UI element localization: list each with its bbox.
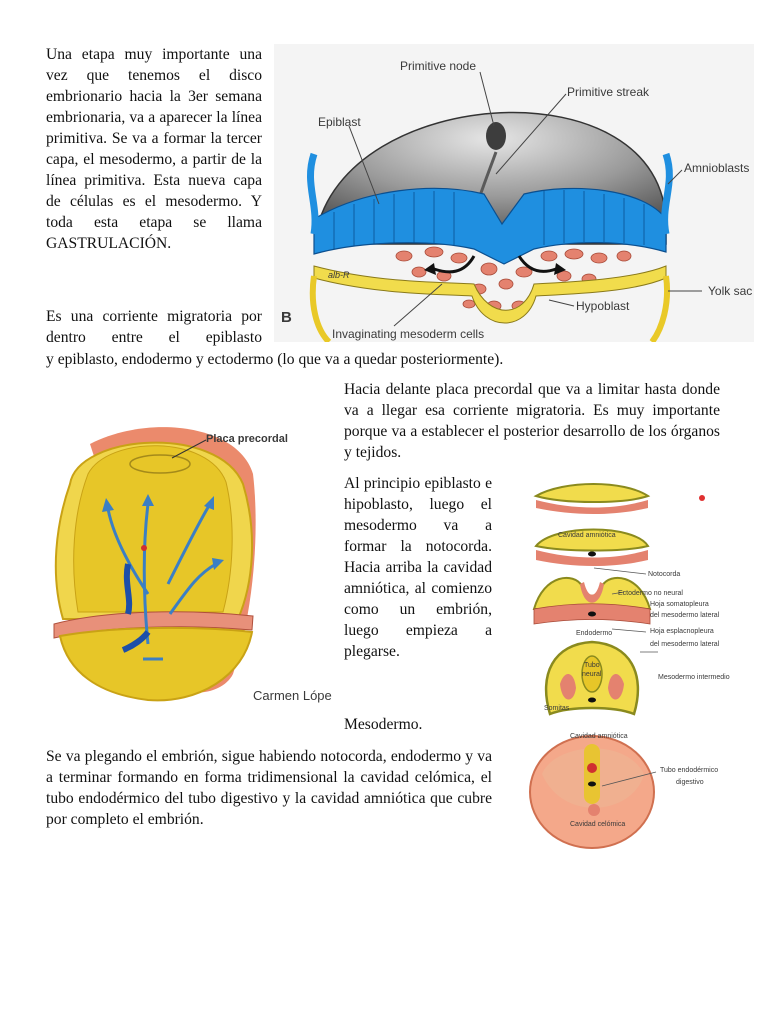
- paragraph-gastrulacion: Una etapa muy importante una vez que ten…: [46, 46, 262, 252]
- label-signature: alb-R: [328, 270, 350, 280]
- paragraph-mesodermo: Mesodermo.: [344, 716, 423, 733]
- label-endodermo: Endodermo: [576, 630, 612, 637]
- label-amnioblasts: Amnioblasts: [684, 161, 749, 175]
- label-mesodermo-intermedio: Mesodermo intermedio: [658, 674, 730, 681]
- label-placa-precordal: Placa precordal: [206, 433, 288, 445]
- label-primitive-node: Primitive node: [400, 59, 476, 73]
- placa-precordal-figure: Placa precordal Carmen Lópe: [48, 414, 340, 706]
- paragraph-notocorda: Al principio epiblasto e hipoblasto, lue…: [344, 475, 492, 660]
- label-tubo-endodermico-1: Tubo endodérmico: [660, 767, 718, 774]
- embryo-lower: [58, 626, 254, 702]
- label-tubo-endodermico-2: digestivo: [676, 779, 704, 786]
- label-esplacnopleura-1: Hoja esplacnopleura: [650, 628, 714, 635]
- label-hypoblast: Hypoblast: [576, 299, 630, 313]
- label-somatopleura-2: del mesodermo lateral: [650, 612, 720, 619]
- label-primitive-streak: Primitive streak: [567, 85, 650, 99]
- label-invaginating-mesoderm: Invaginating mesoderm cells: [332, 327, 484, 341]
- folding-diagram: Cavidad amniótica Notocorda Ectodermo no…: [529, 483, 730, 849]
- paragraph-corriente-migratoria: Es una corriente migratoria por dentro e…: [46, 308, 262, 346]
- label-cavidad-amniotica-2: Cavidad amniótica: [570, 733, 628, 740]
- label-credit: Carmen Lópe: [253, 688, 332, 703]
- paragraph-plegamiento: Se va plegando el embrión, sigue habiend…: [46, 748, 492, 828]
- folding-figure: Cavidad amniótica Notocorda Ectodermo no…: [514, 474, 758, 852]
- gastrulation-diagram: Primitive node Primitive streak Epiblast…: [281, 59, 752, 345]
- label-tubo-neural-2: neural: [582, 671, 602, 678]
- label-somatopleura-1: Hoja somatopleura: [650, 601, 709, 608]
- label-cavidad-celomica: Cavidad celómica: [570, 821, 625, 828]
- label-epiblast: Epiblast: [318, 115, 361, 129]
- placa-oval: [129, 454, 191, 474]
- label-ectodermo: Ectodermo no neural: [618, 590, 683, 597]
- label-panel: B: [281, 309, 292, 326]
- gastrulation-figure: Primitive node Primitive streak Epiblast…: [274, 44, 754, 345]
- label-tubo-neural-1: Tubo: [584, 662, 600, 669]
- paragraph-corriente-migratoria-cont: y epiblasto, endodermo y ectodermo (lo q…: [46, 351, 504, 368]
- migration-arrows: [106, 503, 217, 661]
- label-notocorda: Notocorda: [648, 571, 680, 578]
- label-yolk-sac: Yolk sac: [708, 284, 752, 298]
- label-somitas: Somitas: [544, 705, 570, 712]
- paragraph-placa-precordal: Hacia delante placa precordal que va a l…: [344, 381, 720, 461]
- label-cavidad-amniotica: Cavidad amniótica: [558, 532, 616, 539]
- label-esplacnopleura-2: del mesodermo lateral: [650, 641, 720, 648]
- placa-precordal-diagram: Placa precordal Carmen Lópe: [53, 427, 332, 703]
